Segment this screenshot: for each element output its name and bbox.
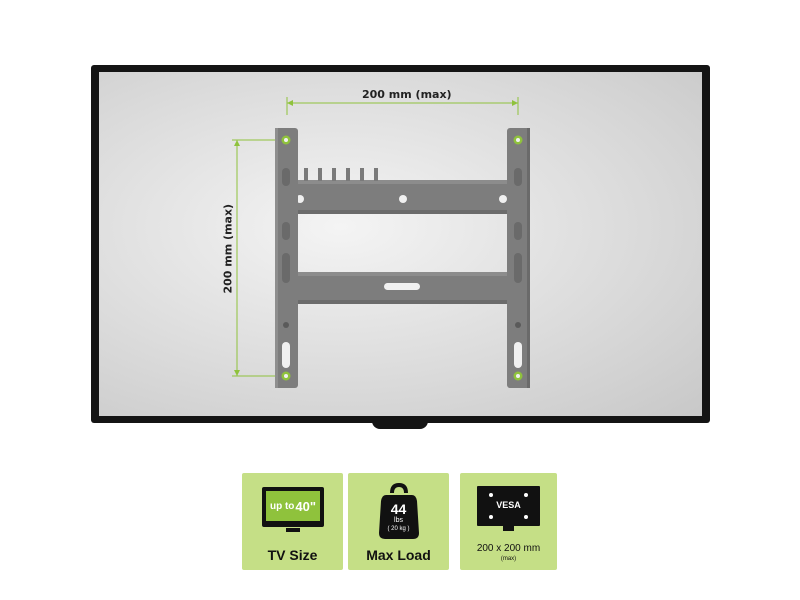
vesa-card: VESA 200 x 200 mm (max) (460, 473, 557, 570)
horizontal-dimension-line (286, 97, 519, 115)
tv-icon-screen: up to 40" (266, 491, 320, 521)
vertical-dimension-line (232, 139, 282, 377)
weight-metric: ( 20 kg ) (387, 526, 410, 532)
tv-size-prefix: up to (269, 500, 295, 512)
vesa-max-note: (max) (500, 556, 517, 562)
bracket-right-upright (507, 128, 530, 388)
bracket-left-upright (275, 128, 298, 388)
max-load-caption: Max Load (366, 547, 431, 563)
vesa-icon (477, 486, 540, 531)
bracket-lower-crossbar (292, 272, 514, 304)
horizontal-dimension-label: 200 mm (max) (362, 88, 452, 101)
tv-size-caption: TV Size (267, 547, 318, 563)
vesa-caption: 200 x 200 mm (476, 543, 541, 554)
tv-icon-stand (286, 528, 300, 532)
tv-stand-notch (372, 421, 428, 429)
weight-unit: lbs (394, 517, 403, 524)
tv-size-card: up to 40" TV Size (242, 473, 343, 570)
tv-size-value: 40" (295, 498, 317, 514)
vesa-label: VESA (496, 500, 521, 510)
tv-screen (99, 72, 702, 416)
tv-icon: up to 40" (262, 487, 324, 527)
tv-frame (91, 65, 710, 423)
bracket-upper-crossbar (292, 168, 514, 214)
weight-value: 44 (390, 501, 407, 517)
max-load-card: 44 lbs ( 20 kg ) Max Load (348, 473, 449, 570)
vertical-dimension-label: 200 mm (max) (221, 203, 235, 294)
weight-icon (379, 482, 419, 539)
